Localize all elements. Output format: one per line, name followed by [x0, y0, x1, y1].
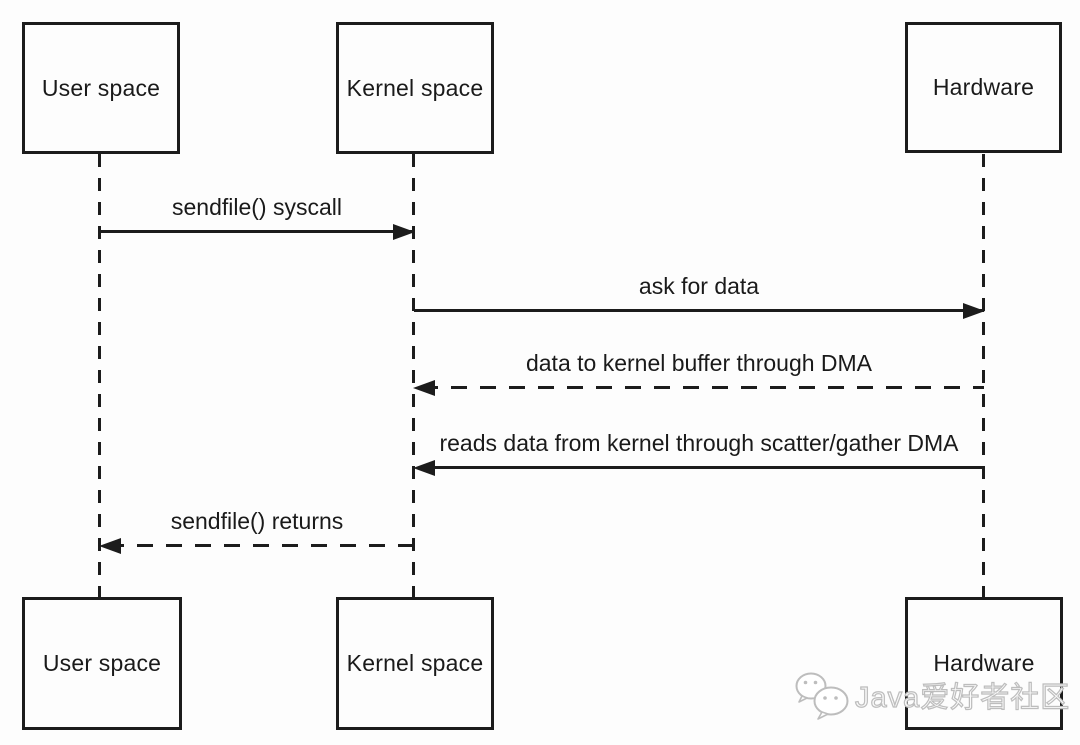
message-data-to-kernel-buffer: data to kernel buffer through DMA: [413, 345, 984, 396]
message-label-sendfile-returns: sendfile() returns: [170, 508, 344, 534]
arrowhead-left-icon: [413, 380, 435, 396]
participant-label-hardware: Hardware: [932, 74, 1035, 100]
message-reads-data-scatter-gather: reads data from kernel through scatter/g…: [413, 425, 984, 476]
arrowhead-left-icon: [99, 538, 121, 554]
participant-label-user-space: User space: [41, 74, 161, 101]
participant-label-hardware: Hardware: [933, 650, 1035, 676]
message-ask-for-data: ask for data: [414, 268, 985, 319]
participant-box-kernel-space-top: Kernel space: [336, 22, 494, 154]
participant-label-kernel-space: Kernel space: [346, 650, 484, 676]
message-label-ask-for-data: ask for data: [638, 273, 760, 299]
arrowhead-left-icon: [413, 460, 435, 476]
participant-box-hardware-top: Hardware: [905, 22, 1062, 153]
participant-box-kernel-space-bottom: Kernel space: [336, 597, 494, 730]
arrow-line-dashed: [108, 544, 414, 547]
arrow-line-dashed: [422, 386, 984, 389]
message-label-data-to-kernel-buffer: data to kernel buffer through DMA: [525, 350, 873, 376]
arrowhead-right-icon: [393, 224, 415, 240]
watermark: Java爱好者社区: [794, 670, 1070, 720]
lifeline-user-space: [98, 154, 101, 597]
message-label-sendfile-syscall: sendfile() syscall: [172, 194, 342, 220]
message-sendfile-returns: sendfile() returns: [99, 503, 414, 554]
participant-box-hardware-bottom: Hardware: [905, 597, 1063, 730]
participant-label-user-space: User space: [42, 650, 162, 676]
arrow-line: [422, 466, 984, 469]
participant-box-user-space-bottom: User space: [22, 597, 182, 730]
message-label-reads-data-scatter-gather: reads data from kernel through scatter/g…: [439, 430, 959, 456]
participant-label-kernel-space: Kernel space: [346, 74, 484, 101]
watermark-text: Java爱好者社区: [854, 681, 1071, 714]
lifeline-hardware: [982, 154, 985, 597]
participant-box-user-space-top: User space: [22, 22, 180, 154]
arrow-line: [100, 230, 414, 233]
arrowhead-right-icon: [963, 303, 985, 319]
lifeline-kernel-space: [412, 154, 415, 597]
message-sendfile-syscall: sendfile() syscall: [100, 189, 415, 240]
arrow-line: [414, 309, 984, 312]
wechat-icon: [795, 672, 849, 720]
